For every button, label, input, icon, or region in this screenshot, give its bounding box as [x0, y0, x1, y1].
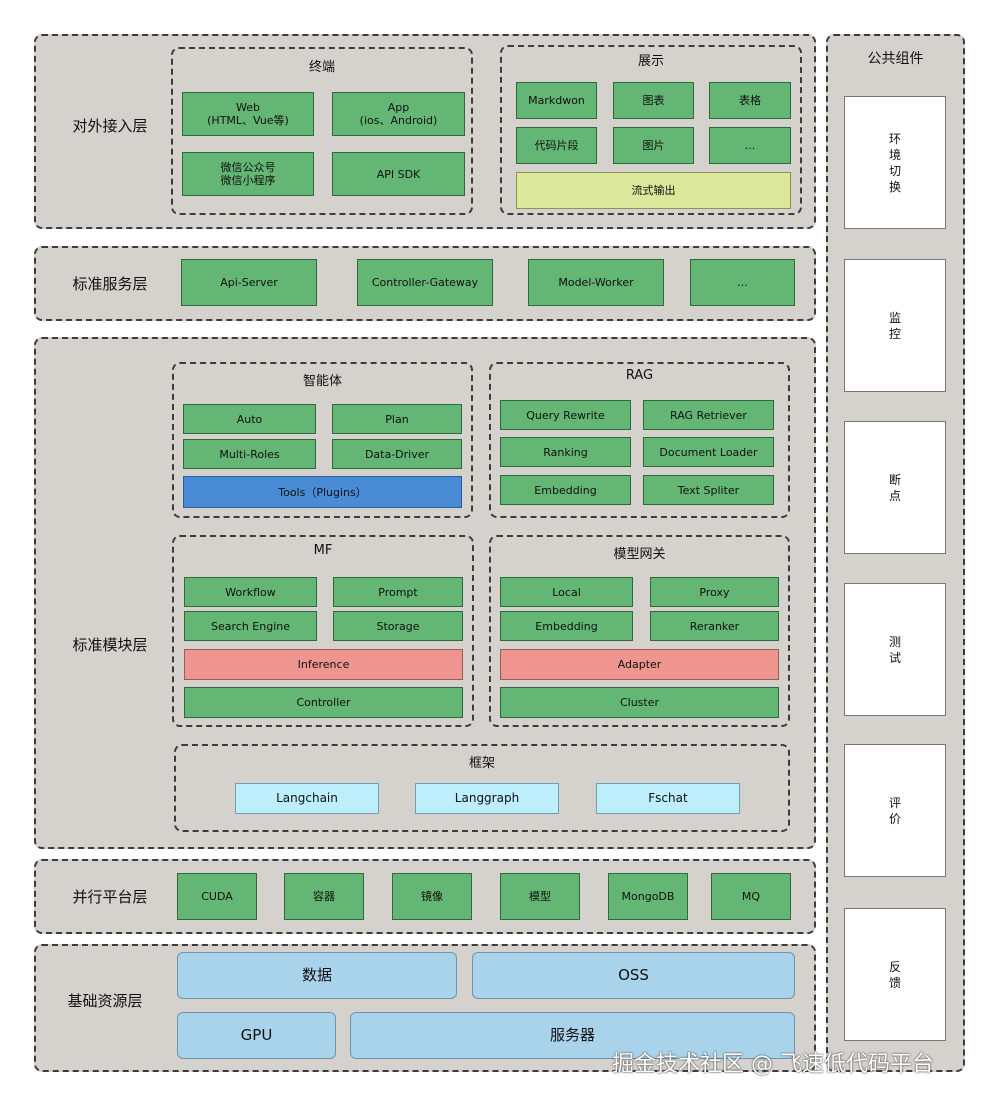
service-item: ...	[690, 259, 795, 306]
oss-box: OSS	[472, 952, 795, 999]
rag-item: Text Spliter	[643, 475, 774, 505]
server-box: 服务器	[350, 1012, 795, 1059]
display-item: 代码片段	[516, 127, 597, 164]
display-item: ...	[709, 127, 791, 164]
module-layer-label: 标准模块层	[72, 635, 148, 654]
mf-item: Prompt	[333, 577, 463, 607]
gateway-item: Reranker	[650, 611, 779, 641]
platform-item: MQ	[711, 873, 791, 920]
display-group	[500, 45, 802, 215]
web-box: Web (HTML、Vue等)	[182, 92, 314, 136]
platform-item: 容器	[284, 873, 364, 920]
agent-item: Plan	[332, 404, 462, 434]
cluster-box: Cluster	[500, 687, 779, 718]
rag-group	[489, 362, 790, 518]
platform-item: 镜像	[392, 873, 472, 920]
common-item-test: 测 试	[844, 583, 946, 716]
mf-item: Storage	[333, 611, 463, 641]
rag-item: RAG Retriever	[643, 400, 774, 430]
framework-item: Langchain	[235, 783, 379, 814]
platform-item: 模型	[500, 873, 580, 920]
framework-item: Langgraph	[415, 783, 559, 814]
mf-group	[172, 535, 474, 727]
agent-item: Auto	[183, 404, 316, 434]
framework-title: 框架	[468, 756, 495, 771]
common-item-evaluate: 评 价	[844, 744, 946, 877]
service-item: Model-Worker	[528, 259, 664, 306]
display-item: 表格	[709, 82, 791, 119]
wechat-box: 微信公众号 微信小程序	[182, 152, 314, 196]
rag-item: Query Rewrite	[500, 400, 631, 430]
stream-output-box: 流式输出	[516, 172, 791, 209]
common-item-feedback: 反 馈	[844, 908, 946, 1041]
watermark: 掘金技术社区 @ 飞速低代码平台	[612, 1052, 934, 1077]
data-box: 数据	[177, 952, 457, 999]
service-item: Api-Server	[181, 259, 317, 306]
gateway-item: Embedding	[500, 611, 633, 641]
gpu-box: GPU	[177, 1012, 336, 1059]
terminal-group	[171, 47, 473, 215]
display-title: 展示	[637, 54, 664, 69]
model-gateway-title: 模型网关	[613, 547, 666, 562]
platform-item: CUDA	[177, 873, 257, 920]
agent-title: 智能体	[302, 374, 342, 389]
common-components-title: 公共组件	[867, 51, 924, 67]
api-sdk-box: API SDK	[332, 152, 465, 196]
rag-item: Ranking	[500, 437, 631, 467]
access-layer-label: 对外接入层	[72, 116, 148, 135]
framework-group	[174, 744, 790, 832]
service-layer-label: 标准服务层	[72, 274, 148, 293]
platform-layer-label: 并行平台层	[72, 887, 148, 906]
mf-title: MF	[313, 543, 333, 558]
agent-item: Multi-Roles	[183, 439, 316, 469]
framework-item: Fschat	[596, 783, 740, 814]
gateway-item: Proxy	[650, 577, 779, 607]
mf-item: Search Engine	[184, 611, 317, 641]
agent-group	[172, 362, 473, 518]
mf-item: Workflow	[184, 577, 317, 607]
platform-item: MongoDB	[608, 873, 688, 920]
service-item: Controller-Gateway	[357, 259, 493, 306]
model-gateway-group	[489, 535, 790, 727]
terminal-title: 终端	[308, 60, 335, 75]
gateway-item: Local	[500, 577, 633, 607]
resource-layer-label: 基础资源层	[67, 991, 143, 1010]
adapter-box: Adapter	[500, 649, 779, 680]
tools-plugins-box: Tools（Plugins）	[183, 476, 462, 508]
rag-item: Embedding	[500, 475, 631, 505]
display-item: 图表	[613, 82, 694, 119]
display-item: Markdwon	[516, 82, 597, 119]
common-item-env-switch: 环 境 切 换	[844, 96, 946, 229]
common-item-monitor: 监 控	[844, 259, 946, 392]
rag-title: RAG	[625, 368, 654, 383]
controller-box: Controller	[184, 687, 463, 718]
app-box: App (ios、Android)	[332, 92, 465, 136]
display-item: 图片	[613, 127, 694, 164]
inference-box: Inference	[184, 649, 463, 680]
rag-item: Document Loader	[643, 437, 774, 467]
agent-item: Data-Driver	[332, 439, 462, 469]
common-item-breakpoint: 断 点	[844, 421, 946, 554]
